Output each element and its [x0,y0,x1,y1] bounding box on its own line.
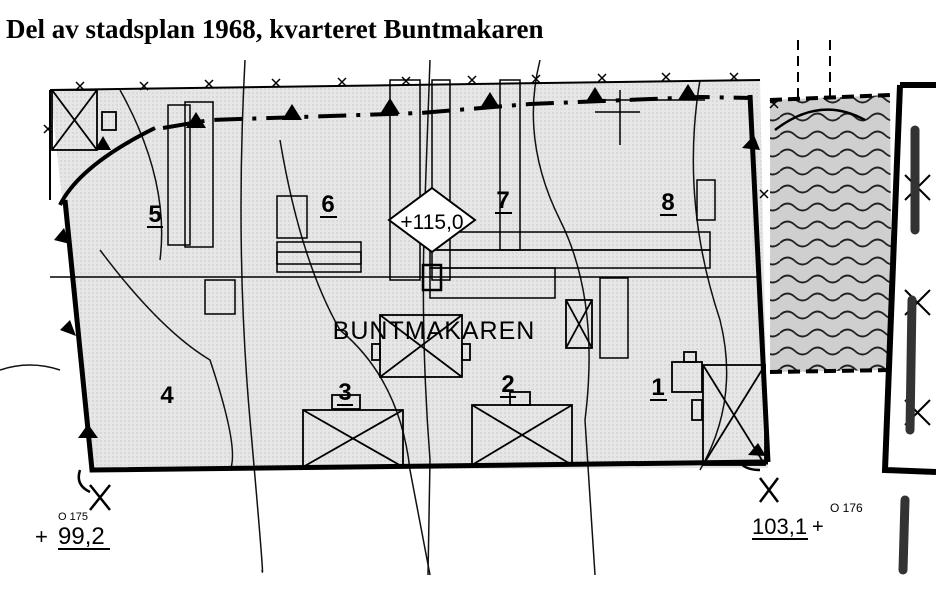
page-title: Del av stadsplan 1968, kvarteret Buntmak… [6,14,544,44]
plot-numbers: 1 2 3 4 5 6 7 8 [148,187,674,409]
plot-number-8: 8 [661,189,674,216]
building-line-triangles [54,84,766,456]
plot-number-4: 4 [160,382,174,409]
building-line [162,94,753,130]
water-area [770,95,892,372]
plot-number-2: 2 [501,371,514,398]
block-area [50,80,768,470]
crossed-buildings [51,89,766,468]
se-reference: O 176 [830,501,863,515]
plus-sign-se: + [812,516,824,538]
plot-number-7: 7 [496,187,509,214]
boundary-x-marks [43,72,779,199]
survey-marks [77,461,779,511]
center-elevation: +115,0 [400,211,463,234]
sw-reference: O 175 [58,511,88,523]
adjacent-block [881,82,936,475]
elevation-diamond [387,186,477,254]
se-elevation: 103,1 [752,514,807,539]
plot-number-3: 3 [338,379,351,406]
sw-elevation: 99,2 [58,523,105,550]
plot-number-5: 5 [148,201,161,228]
contour-lines [0,59,728,576]
block-boundary [49,79,761,91]
plot-number-1: 1 [651,374,664,401]
city-plan-map: +115,0 1 2 3 4 5 6 7 8 BUNTMAKAREN O 175… [0,40,936,576]
plus-sign-sw: + [35,524,48,549]
block-name: BUNTMAKAREN [333,317,536,345]
plot-number-6: 6 [321,191,334,218]
